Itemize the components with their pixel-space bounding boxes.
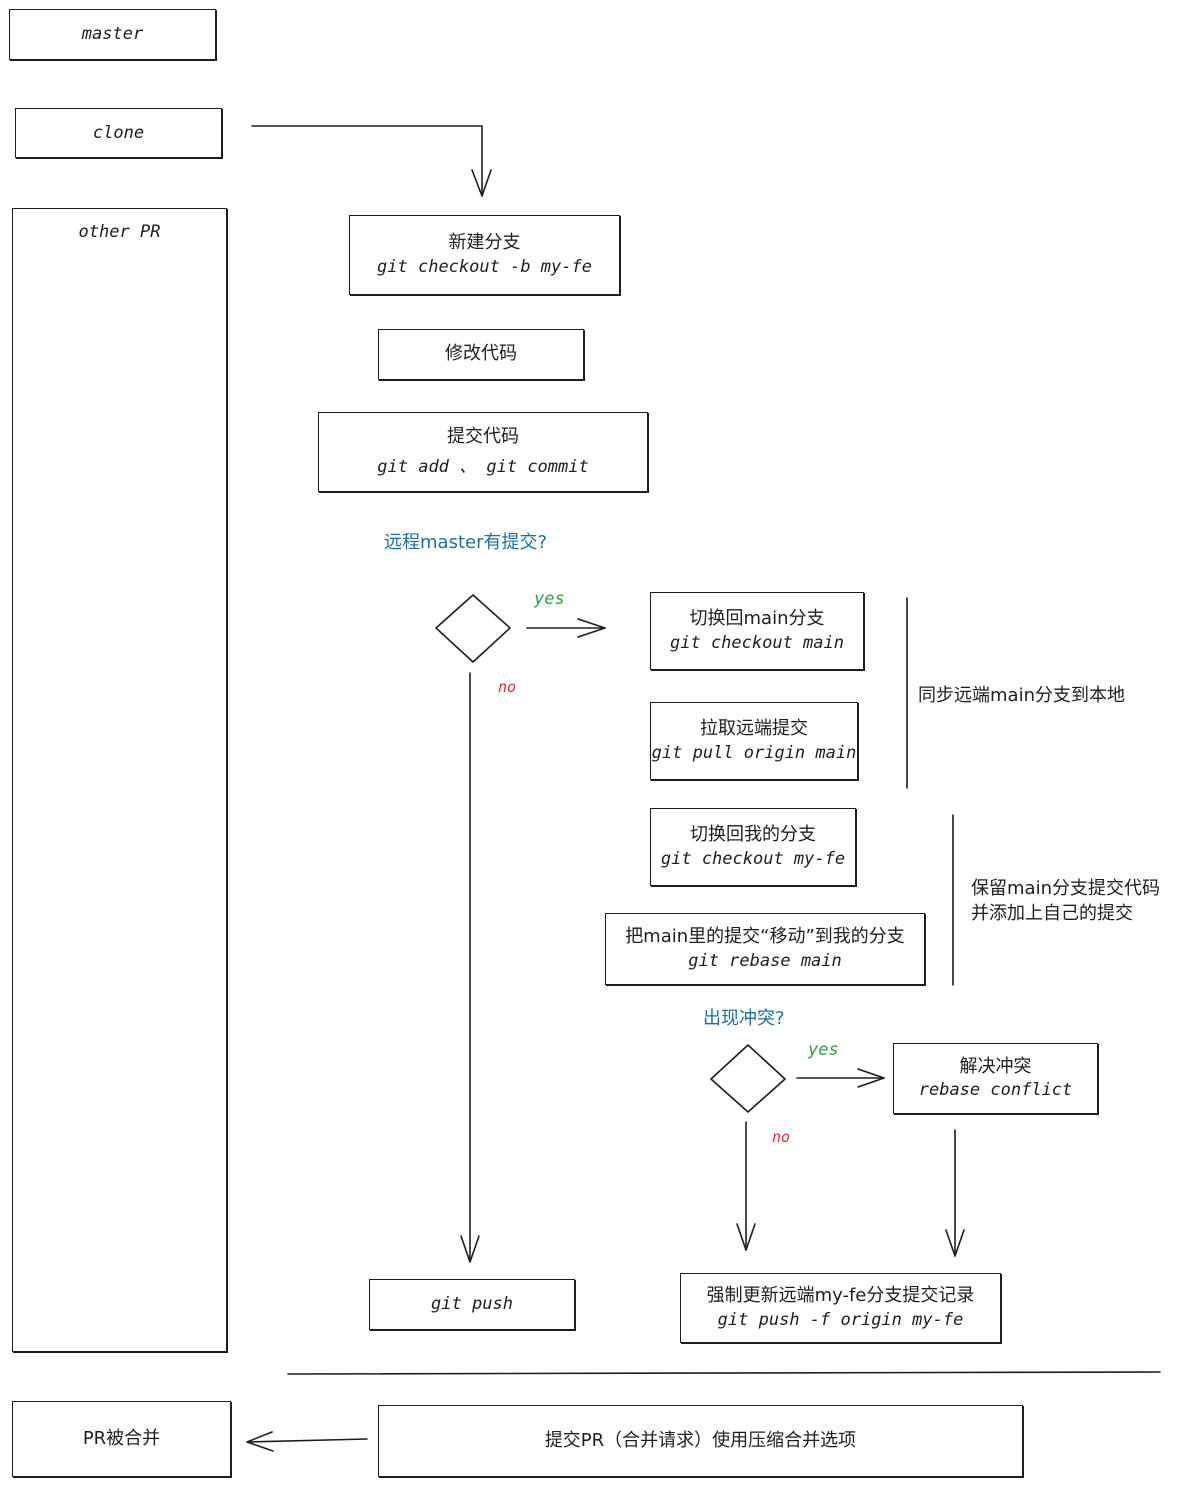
node-submit-pr: 提交PR（合并请求）使用压缩合并选项 (378, 1405, 1023, 1477)
node-switch-main: 切换回main分支 git checkout main (650, 592, 864, 670)
annotation-keep-main: 保留main分支提交代码 并添加上自己的提交 (971, 876, 1160, 926)
decision-remote-diamond (435, 594, 511, 663)
node-force-push: 强制更新远端my-fe分支提交记录 git push -f origin my-… (680, 1273, 1001, 1343)
decision-conflict-diamond (710, 1044, 786, 1113)
arrowhead-clone (471, 169, 492, 197)
node-force-push-title: 强制更新远端my-fe分支提交记录 (706, 1285, 975, 1307)
edge-no-2-label: no (772, 1128, 791, 1146)
node-resolve-title: 解决冲突 (959, 1055, 1032, 1077)
separator-line (287, 1371, 1161, 1375)
node-other-pr: other PR (12, 208, 227, 1352)
node-resolve-conflict: 解决冲突 rebase conflict (893, 1043, 1098, 1114)
node-switch-mine-cmd: git checkout my-fe (660, 848, 846, 869)
node-commit: 提交代码 git add 、 git commit (318, 412, 648, 492)
annotation-keep-line2: 并添加上自己的提交 (971, 903, 1133, 925)
node-clone: clone (15, 108, 222, 158)
edge-yes-1-label: yes (534, 589, 565, 609)
arrowhead-merged (246, 1431, 274, 1452)
arrowhead-resolve (945, 1229, 965, 1257)
question-conflict: 出现冲突? (703, 1008, 785, 1029)
node-master: master (9, 9, 216, 60)
node-submit-pr-label: 提交PR（合并请求）使用压缩合并选项 (544, 1429, 857, 1451)
node-pull: 拉取远端提交 git pull origin main (650, 702, 858, 780)
node-pr-merged: PR被合并 (12, 1401, 231, 1477)
node-switch-main-title: 切换回main分支 (689, 608, 825, 630)
node-rebase: 把main里的提交“移动”到我的分支 git rebase main (605, 913, 925, 985)
node-pull-cmd: git pull origin main (651, 742, 857, 763)
node-other-pr-label: other PR (78, 222, 161, 242)
arrowhead-no-2 (736, 1223, 756, 1251)
node-switch-mine: 切换回我的分支 git checkout my-fe (650, 808, 856, 886)
annotation-keep-line1: 保留main分支提交代码 (971, 878, 1160, 899)
question-remote-master: 远程master有提交? (384, 532, 548, 553)
arrowhead-yes-2 (857, 1068, 885, 1088)
node-resolve-cmd: rebase conflict (918, 1080, 1073, 1101)
node-master-label: master (81, 24, 144, 45)
node-git-push: git push (369, 1279, 575, 1330)
node-rebase-cmd: git rebase main (688, 950, 842, 971)
edge-no-1-label: no (498, 678, 517, 696)
node-force-push-cmd: git push -f origin my-fe (717, 1309, 964, 1330)
arrowhead-yes-1 (577, 618, 606, 638)
node-pr-merged-label: PR被合并 (82, 1427, 161, 1449)
node-switch-mine-title: 切换回我的分支 (690, 824, 816, 846)
node-new-branch-title: 新建分支 (448, 232, 521, 254)
arrow-submit-to-merged (246, 1438, 368, 1443)
node-git-push-label: git push (431, 1294, 513, 1315)
node-clone-label: clone (92, 122, 145, 143)
node-pull-title: 拉取远端提交 (700, 718, 808, 740)
node-switch-main-cmd: git checkout main (670, 632, 844, 653)
node-modify-code: 修改代码 (378, 329, 584, 380)
node-rebase-title: 把main里的提交“移动”到我的分支 (625, 926, 905, 948)
node-commit-cmd: git add 、 git commit (377, 456, 589, 477)
arrow-clone-to-new-branch (251, 125, 483, 197)
node-new-branch: 新建分支 git checkout -b my-fe (349, 215, 620, 295)
annotation-sync-main: 同步远端main分支到本地 (918, 685, 1125, 706)
node-modify-code-label: 修改代码 (445, 343, 517, 365)
node-new-branch-cmd: git checkout -b my-fe (377, 256, 592, 277)
arrowhead-no-1 (460, 1235, 480, 1263)
edge-yes-2-label: yes (808, 1040, 839, 1060)
node-commit-title: 提交代码 (447, 426, 519, 448)
